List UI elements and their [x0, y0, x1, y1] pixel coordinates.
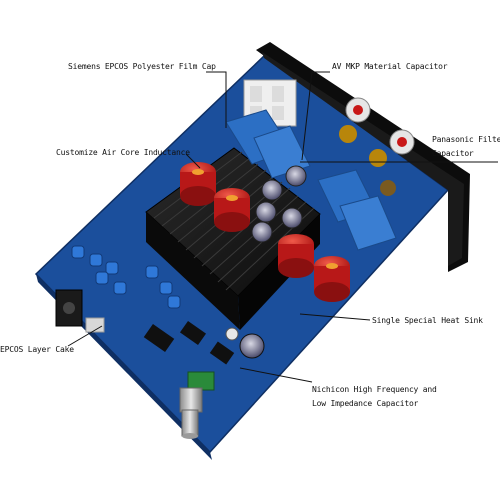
callout-panasonic-line1: Panasonic Filter — [432, 135, 500, 144]
leader-lines — [67, 71, 498, 383]
callout-epcos-layer-cake: EPCOS Layer Cake — [0, 345, 74, 354]
callout-nichicon-line2: Low Impedance Capacitor — [312, 399, 419, 408]
rear-panel-face — [262, 52, 464, 266]
callout-nichicon-capacitor: Nichicon High Frequency and Low Impedanc… — [312, 383, 437, 411]
callout-air-core-inductance: Customize Air Core Inductance — [56, 148, 190, 157]
callout-nichicon-line1: Nichicon High Frequency and — [312, 385, 437, 394]
rca-jacks — [339, 97, 415, 196]
leader-epcos-layer — [67, 325, 103, 347]
leader-air-core — [185, 153, 201, 169]
callout-heat-sink: Single Special Heat Sink — [372, 316, 483, 325]
nichicon-capacitors — [225, 327, 265, 359]
callout-panasonic-filter-capacitor: Panasonic Filter Capacitor — [432, 133, 500, 161]
air-core-inductors — [180, 162, 350, 302]
callout-siemens-film-cap: Siemens EPCOS Polyester Film Cap — [68, 62, 216, 71]
ic-chips — [143, 320, 235, 365]
panasonic-capacitors — [251, 165, 307, 243]
leader-av-mkp — [301, 71, 330, 161]
callout-panasonic-line2: Capacitor — [432, 149, 474, 158]
callout-av-mkp-capacitor: AV MKP Material Capacitor — [332, 62, 448, 71]
leader-heat-sink — [299, 313, 371, 321]
leader-siemens — [206, 71, 227, 128]
volume-knob — [179, 371, 215, 439]
leader-nichicon — [239, 367, 313, 383]
film-capacitors — [225, 109, 397, 251]
input-stage-capacitors — [71, 245, 181, 309]
headphone-jack — [55, 289, 105, 333]
